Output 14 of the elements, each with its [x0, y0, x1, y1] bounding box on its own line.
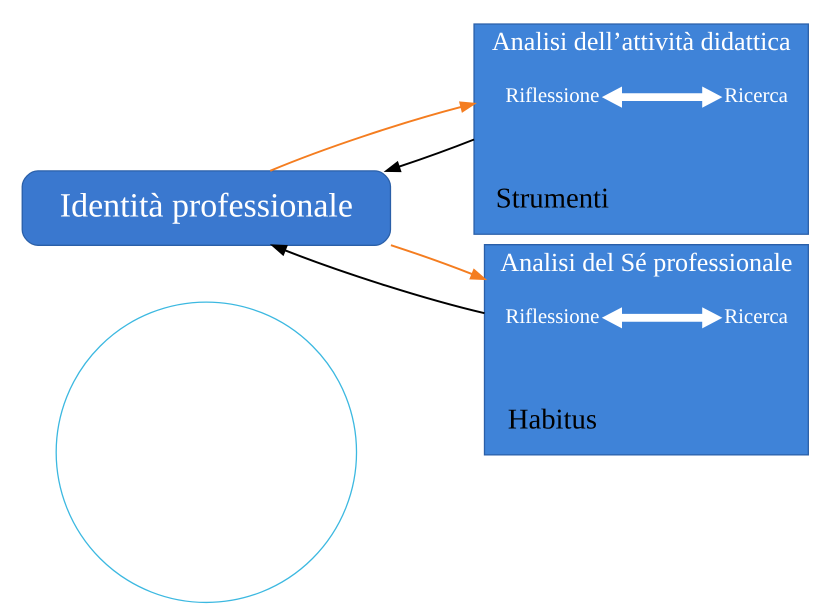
- node-text: Ricerca: [724, 83, 788, 108]
- node-box: Identità professionale: [21, 170, 391, 246]
- arrow: [383, 138, 474, 172]
- node-text: Riflessione: [504, 304, 599, 328]
- arrow: [601, 86, 722, 108]
- node-text: Riflessione: [504, 83, 599, 108]
- arrow: [269, 244, 484, 314]
- node-circle: [55, 301, 357, 604]
- node-text: Ricerca: [724, 304, 788, 328]
- arrow: [390, 244, 487, 280]
- node-label: Strumenti: [495, 182, 609, 215]
- node-label: Habitus: [507, 403, 597, 436]
- arrow: [269, 101, 476, 172]
- arrow: [601, 307, 722, 328]
